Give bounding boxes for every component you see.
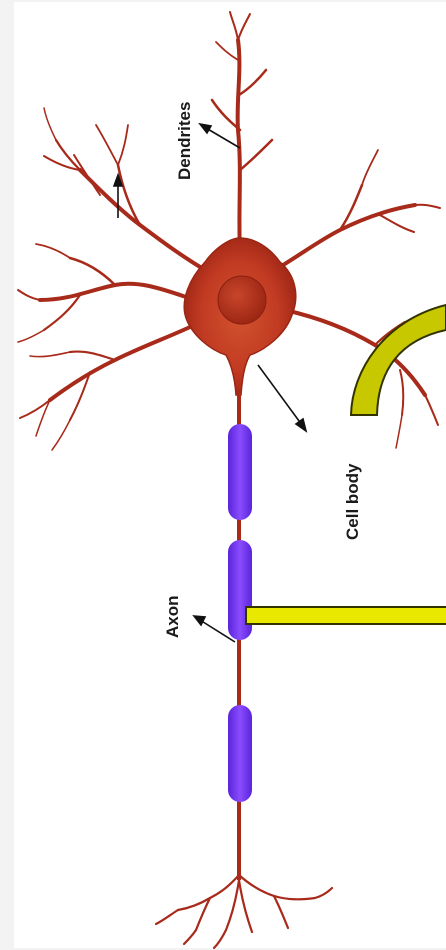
label-axon: Axon <box>163 596 182 639</box>
cell-body-arrow <box>258 365 302 425</box>
yellow-bar-highlight <box>246 607 446 624</box>
label-cell-body: Cell body <box>343 463 362 540</box>
label-dendrites: Dendrites <box>175 102 194 180</box>
dendrites-arrow <box>206 128 240 148</box>
nucleus <box>218 276 266 324</box>
pointer-arrows <box>114 124 306 642</box>
axon-terminals <box>156 875 332 948</box>
myelin-sheath <box>228 705 252 802</box>
yellow-curved-highlight <box>351 305 446 415</box>
myelin-sheath <box>228 424 252 520</box>
